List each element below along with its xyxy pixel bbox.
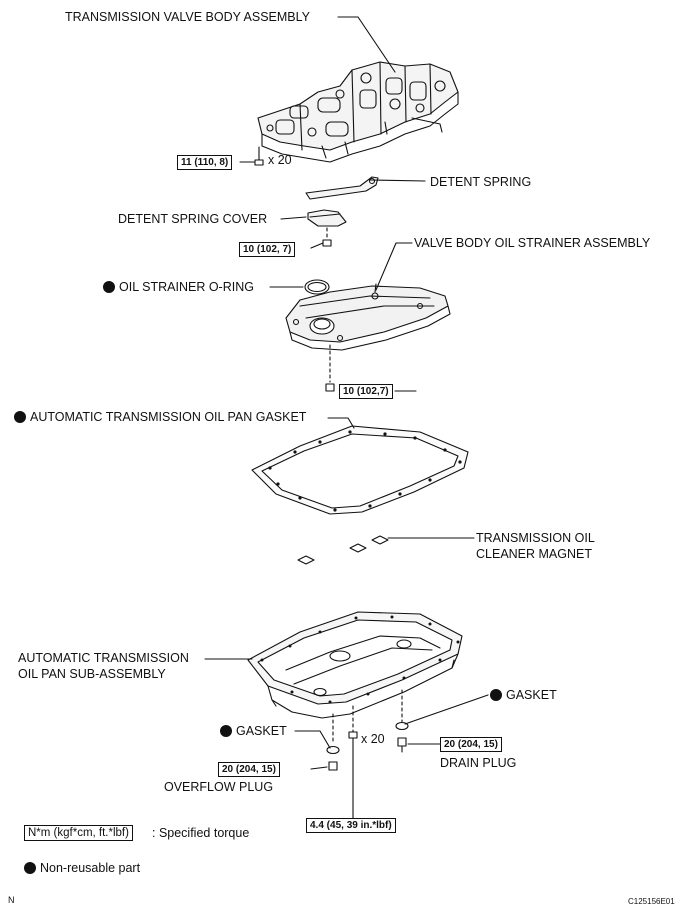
nonreusable-dot-icon xyxy=(24,862,36,874)
detent-spring-drawing xyxy=(305,176,379,200)
label-gasket-left: GASKET xyxy=(220,724,287,739)
label-valve-body: TRANSMISSION VALVE BODY ASSEMBLY xyxy=(65,10,310,24)
label-detent-spring: DETENT SPRING xyxy=(430,175,532,189)
label-strainer-oring-text: OIL STRAINER O-RING xyxy=(119,280,254,294)
label-overflow-plug: OVERFLOW PLUG xyxy=(164,780,274,794)
label-detent-spring-cover: DETENT SPRING COVER xyxy=(118,212,268,226)
torque-strainer: 10 (102,7) xyxy=(339,384,393,399)
label-pan-gasket: AUTOMATIC TRANSMISSION OIL PAN GASKET xyxy=(14,410,306,425)
figure-id: C125156E01 xyxy=(628,897,675,906)
nonreusable-dot-icon xyxy=(220,725,232,737)
oil-pan-bolt xyxy=(348,705,358,753)
label-oil-pan-line2: OIL PAN SUB-ASSEMBLY xyxy=(18,667,166,681)
detent-spring-cover-drawing xyxy=(307,209,347,227)
label-gasket-left-text: GASKET xyxy=(236,724,287,738)
label-gasket-right-text: GASKET xyxy=(506,688,557,702)
footer-left-mark: N xyxy=(8,895,15,905)
overflow-plug-drawing xyxy=(326,713,340,771)
oil-pan-drawing xyxy=(247,611,463,719)
oil-cleaner-magnets-drawing xyxy=(297,535,389,565)
legend-torque-text: : Specified torque xyxy=(152,826,250,840)
label-oil-pan-line1: AUTOMATIC TRANSMISSION xyxy=(18,651,189,665)
o-ring-drawing xyxy=(304,279,330,295)
label-strainer-oring: OIL STRAINER O-RING xyxy=(103,280,254,295)
legend-nonreusable: Non-reusable part xyxy=(24,861,140,876)
drain-plug-drawing xyxy=(395,689,409,753)
label-strainer-assembly: VALVE BODY OIL STRAINER ASSEMBLY xyxy=(414,236,651,250)
qty-valve-bolts: x 20 xyxy=(268,153,292,167)
torque-detent-cover: 10 (102, 7) xyxy=(239,242,296,257)
strainer-bolt xyxy=(325,344,335,392)
torque-valve-body: 11 (110, 8) xyxy=(177,155,233,170)
torque-drain-plug: 20 (204, 15) xyxy=(440,737,502,752)
valve-body-drawing xyxy=(257,61,459,163)
legend-torque-unit-box: N*m (kgf*cm, ft.*lbf) xyxy=(24,825,133,841)
qty-pan-bolts: x 20 xyxy=(361,732,385,746)
torque-overflow-plug: 20 (204, 15) xyxy=(218,762,280,777)
nonreusable-dot-icon xyxy=(14,411,26,423)
label-magnet-line2: CLEANER MAGNET xyxy=(476,547,592,561)
label-gasket-right: GASKET xyxy=(490,688,557,703)
oil-strainer-drawing xyxy=(285,283,451,351)
oil-pan-gasket-drawing xyxy=(251,425,469,515)
detent-cover-bolt xyxy=(322,227,332,247)
nonreusable-dot-icon xyxy=(490,689,502,701)
label-magnet-line1: TRANSMISSION OIL xyxy=(476,531,595,545)
label-drain-plug: DRAIN PLUG xyxy=(440,756,517,770)
legend-nonreusable-text: Non-reusable part xyxy=(40,861,141,875)
label-pan-gasket-text: AUTOMATIC TRANSMISSION OIL PAN GASKET xyxy=(30,410,307,424)
torque-pan-bolts: 4.4 (45, 39 in.*lbf) xyxy=(306,818,396,833)
valve-body-bolt xyxy=(254,146,264,166)
nonreusable-dot-icon xyxy=(103,281,115,293)
